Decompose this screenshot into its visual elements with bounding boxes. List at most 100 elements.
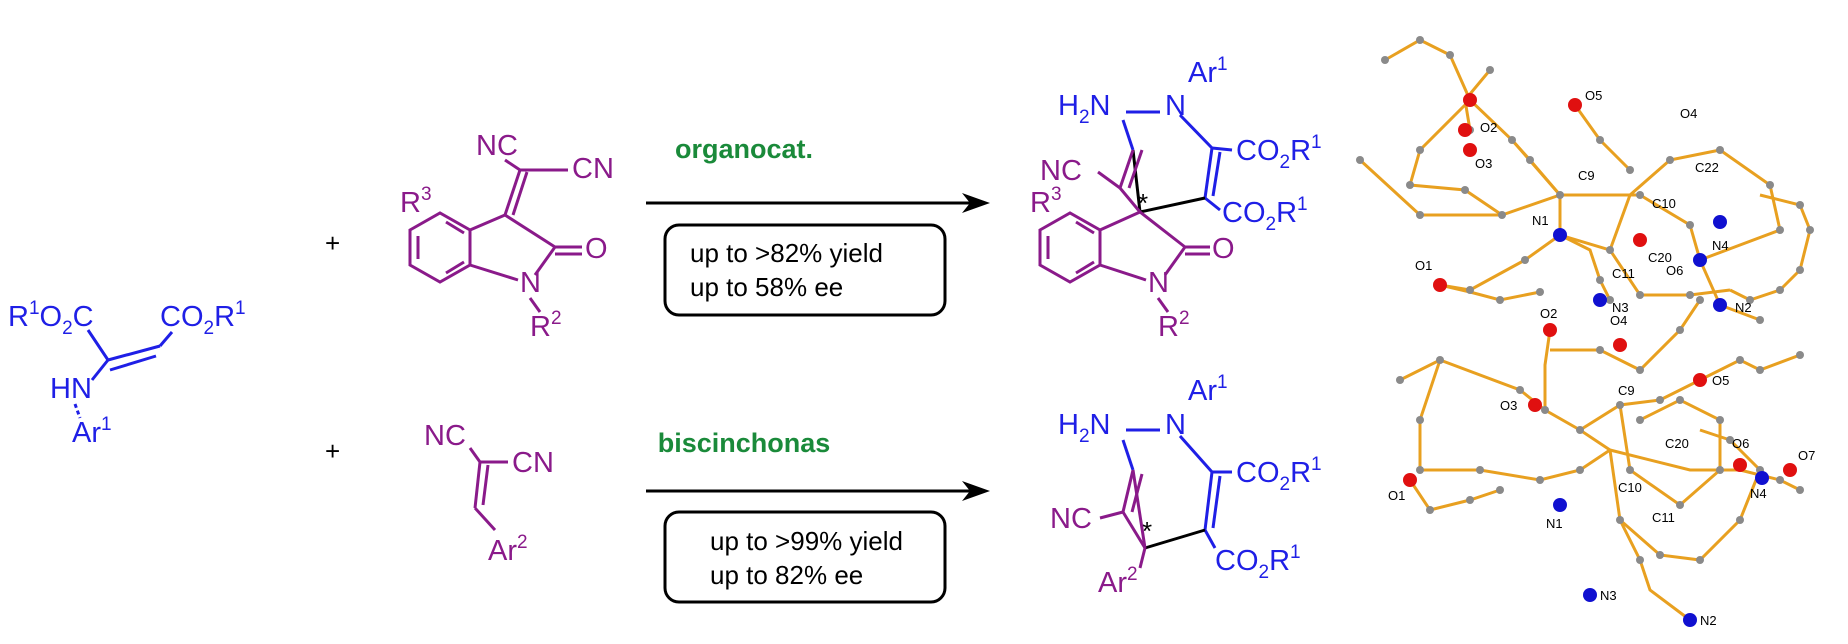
product-bottom: H2N N Ar1 CO2R1 CO2R1 NC * Ar2 [1050,372,1322,599]
svg-text:C10: C10 [1652,196,1676,211]
bond [1099,210,1141,232]
bond [469,213,506,232]
svg-text:C11: C11 [1652,510,1675,525]
double-bond [1211,475,1222,529]
n2-label: N [1148,267,1169,299]
reaction-bottom: biscinchonas up to >99% yield up to 82% … [646,428,990,604]
h2n-label: H2N [1058,409,1110,447]
bond [1144,528,1206,550]
svg-text:N3: N3 [1612,300,1629,315]
product-top: H2N N Ar1 CO2R1 CO2R1 NC * R3 O N R2 [1030,54,1322,343]
ee-text: up to 58% ee [690,272,843,302]
o-label: O [1212,233,1235,265]
svg-text:O1: O1 [1415,258,1432,273]
hn-label: HN [50,373,92,405]
r3-label: R3 [1030,184,1062,219]
nc-label: NC [476,130,518,162]
bond [1204,196,1221,212]
svg-text:N1: N1 [1546,516,1563,531]
yield-text: up to >99% yield [710,526,903,556]
crystal-structure-bottom: O2 O4 O3 C9 O5 O6 O7 C20 N4 O1 N1 C10 C1… [1388,296,1815,628]
double-bond [109,354,157,372]
catalyst-top: organocat. [675,134,813,164]
h2n-label: H2N [1058,90,1110,128]
crystal-structure-top: O5 O4 O2 O3 C9 C22 C10 N1 N4 O1 C20 C11 … [1356,36,1814,324]
bond [1203,529,1217,549]
enamine-reactant: R1O2C CO2R1 HN Ar1 [8,298,246,449]
ar1-label: Ar1 [72,414,112,449]
svg-text:O5: O5 [1585,88,1602,103]
oxygen-atoms [1433,93,1647,292]
bond [158,331,174,347]
bond [1099,263,1147,282]
carbon-atoms [1356,36,1814,324]
bond [1203,471,1214,531]
bond [1099,510,1124,520]
svg-text:C9: C9 [1618,383,1635,398]
yield-text: up to >82% yield [690,238,883,268]
bond [1131,469,1147,549]
aromatic-bond [1075,220,1095,235]
svg-text:C20: C20 [1665,436,1689,451]
svg-text:O4: O4 [1610,313,1627,328]
catalyst-bottom: biscinchonas [658,428,831,458]
nitrogen-atoms [1553,471,1769,627]
n-label: N [1165,409,1186,441]
double-bond [511,171,529,216]
svg-text:N4: N4 [1712,238,1729,253]
stereocenter-star: * [1138,188,1148,218]
bond [1138,547,1147,569]
bond [73,403,82,419]
ar1-label: Ar1 [1188,372,1228,407]
bond [1121,119,1135,151]
svg-text:O6: O6 [1666,263,1683,278]
bond [1156,297,1170,313]
plus-sign-bottom: + [325,436,340,466]
svg-text:C9: C9 [1578,168,1595,183]
stereocenter-star: * [1142,516,1152,546]
svg-text:N1: N1 [1532,213,1549,228]
co2r1-label: CO2R1 [160,298,246,339]
bond [1211,146,1233,152]
bond [473,506,497,532]
alkylidene-reactant: NC CN Ar2 [424,420,554,567]
svg-text:C20: C20 [1648,250,1672,265]
svg-text:O2: O2 [1480,120,1497,135]
double-bond [481,464,490,506]
aromatic-bond [445,260,465,275]
svg-text:C22: C22 [1695,160,1719,175]
nc-label: NC [1050,503,1092,535]
bond [504,213,556,249]
bond [107,344,161,362]
bond [90,359,110,381]
bond [533,246,557,276]
bond [1118,187,1142,213]
conditions-box [663,223,947,317]
isatylidene-reactant: NC CN R3 O N R2 [400,130,614,343]
o-label: O [585,233,608,265]
n-label: N [1165,90,1186,122]
oxygen-atoms [1403,323,1797,487]
ar2-label: Ar2 [488,532,528,567]
bond [1121,439,1135,471]
svg-text:C11: C11 [1612,266,1635,281]
svg-text:O6: O6 [1732,436,1749,451]
aromatic-bond [1075,260,1095,275]
co2r1-label-b: CO2R1 [1222,194,1308,235]
bond [1118,149,1135,189]
bond [1139,196,1206,214]
bond [1178,113,1214,150]
svg-text:N2: N2 [1700,613,1717,628]
svg-text:C10: C10 [1618,480,1642,495]
svg-text:O7: O7 [1798,448,1815,463]
bond [1139,210,1186,249]
svg-text:O1: O1 [1388,488,1405,503]
arrow-head [962,193,990,213]
double-bond [473,461,482,509]
bond [86,329,110,361]
bond [1178,435,1214,473]
r3-label: R3 [400,184,432,219]
svg-text:O2: O2 [1540,306,1557,321]
co2r1-label-b: CO2R1 [1215,542,1301,583]
